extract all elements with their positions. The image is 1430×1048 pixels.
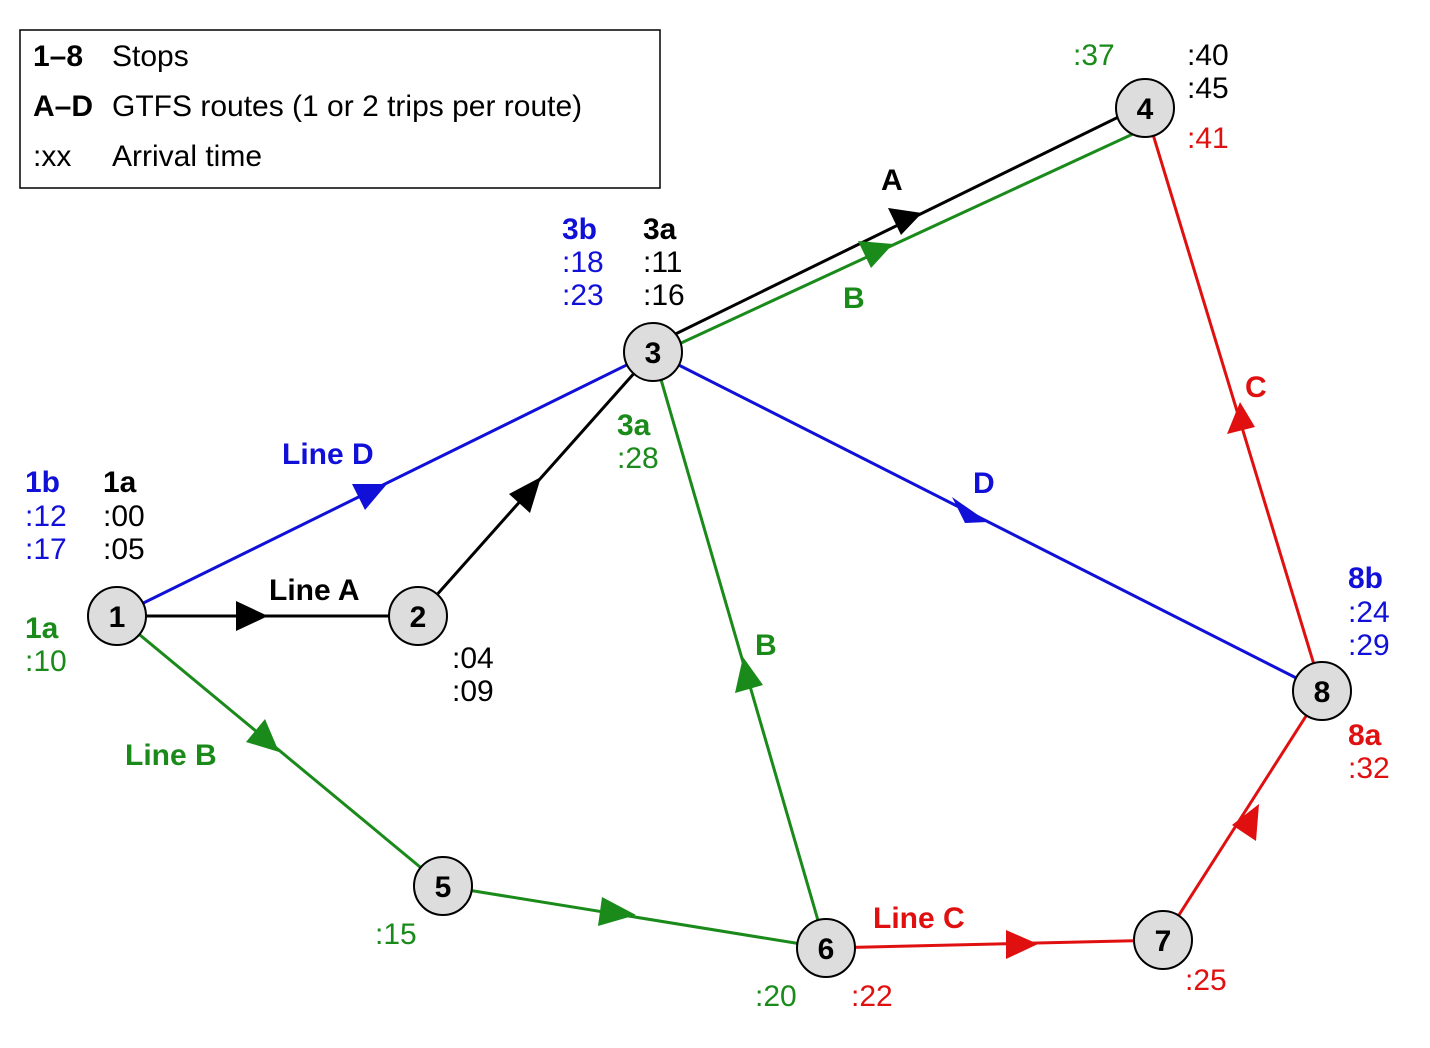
edge-8-4-line-c [1143, 107, 1324, 692]
stop3-3a-time2: :16 [643, 279, 685, 312]
legend-key-time: :xx [33, 140, 71, 173]
arrow-7-8-c [1232, 804, 1259, 841]
stop1-trip-1a: 1a [103, 466, 137, 499]
stop8-8b-time2: :29 [1348, 629, 1390, 662]
stop1-1a-time2: :05 [103, 533, 145, 566]
stop-5-label: 5 [435, 871, 452, 904]
stop1-green-time: :10 [25, 645, 67, 678]
legend-key-stops: 1–8 [33, 40, 83, 73]
stop8-8b-time1: :24 [1348, 596, 1390, 629]
arrow-1-5-b [246, 719, 279, 752]
arrow-1-2 [236, 601, 268, 631]
stop8-8a-time: :32 [1348, 752, 1390, 785]
edge-7-8-line-c [1161, 690, 1324, 941]
label-line-b: Line B [125, 739, 217, 772]
stop6-green-time: :20 [755, 980, 797, 1013]
stop-2: 2 [388, 586, 448, 646]
stop1-green-trip: 1a [25, 612, 59, 645]
edge-3-4-line-b [652, 125, 1149, 358]
arrowheads [236, 208, 1259, 959]
route-labels: Line A Line B Line C Line D A B B C D [125, 164, 1267, 935]
stop-3-label: 3 [645, 337, 662, 370]
stop-3: 3 [623, 322, 683, 382]
stop4-green-time: :37 [1073, 39, 1115, 72]
stop1-1b-time1: :12 [25, 500, 67, 533]
stop3-3b-time1: :18 [562, 246, 604, 279]
label-d: D [973, 467, 995, 500]
stop7-red-time: :25 [1185, 964, 1227, 997]
arrow-8-4-c [1227, 402, 1255, 434]
stop5-green-time: :15 [375, 918, 417, 951]
legend-key-routes: A–D [33, 90, 93, 123]
edge-6-3-line-b [651, 351, 828, 949]
stop-8-label: 8 [1314, 676, 1331, 709]
edges [116, 102, 1324, 950]
stop-5: 5 [413, 856, 473, 916]
stop1-1b-time2: :17 [25, 533, 67, 566]
edge-1-5-line-b [116, 614, 444, 888]
edge-5-6-line-b [442, 884, 827, 950]
legend-desc-stops: Stops [112, 40, 189, 73]
legend-box [19, 29, 661, 189]
label-b-upper: B [843, 282, 865, 315]
stop-7: 7 [1133, 910, 1193, 970]
legend: 1–8 Stops A–D GTFS routes (1 or 2 trips … [19, 29, 661, 189]
stop-8: 8 [1292, 661, 1352, 721]
label-c: C [1245, 371, 1267, 404]
stop-6-label: 6 [818, 933, 835, 966]
stop-4: 4 [1115, 78, 1175, 138]
label-b-lower: B [755, 629, 777, 662]
arrow-5-6-b [598, 897, 636, 926]
legend-desc-time: Arrival time [112, 140, 262, 173]
stop2-time2: :09 [452, 675, 494, 708]
stop4-black-time2: :45 [1187, 72, 1229, 105]
label-a: A [881, 164, 903, 197]
stop1-trip-1b: 1b [25, 466, 60, 499]
stop3-3a-time1: :11 [643, 246, 682, 279]
label-line-d: Line D [282, 438, 374, 471]
stop8-trip-8a: 8a [1348, 719, 1382, 752]
stop-2-label: 2 [410, 601, 427, 634]
stop2-time1: :04 [452, 642, 494, 675]
label-line-a: Line A [269, 574, 360, 607]
stop3-green-trip: 3a [617, 409, 651, 442]
stop-6: 6 [796, 918, 856, 978]
stop3-3b-time2: :23 [562, 279, 604, 312]
stop-4-label: 4 [1137, 93, 1154, 126]
stop4-red-time: :41 [1187, 122, 1229, 155]
stop3-green-time: :28 [617, 442, 659, 475]
stop1-1a-time1: :00 [103, 500, 145, 533]
arrow-6-7-c [1006, 930, 1038, 959]
stop6-red-time: :22 [851, 980, 893, 1013]
edge-3-8-line-d [652, 350, 1323, 693]
stop4-black-time1: :40 [1187, 39, 1229, 72]
arrow-3-4-a [888, 208, 922, 235]
arrow-2-3 [509, 477, 541, 513]
stop3-trip-3b: 3b [562, 213, 597, 246]
arrow-3-4-b [858, 241, 893, 268]
time-labels: 1b :12 :17 1a :00 :05 1a :10 :04 :09 3b … [25, 39, 1390, 1013]
stops: 1 2 3 4 5 6 7 8 [87, 78, 1352, 978]
stop8-trip-8b: 8b [1348, 562, 1383, 595]
stop-1: 1 [87, 586, 147, 646]
stop3-trip-3a: 3a [643, 213, 677, 246]
stop-1-label: 1 [109, 601, 126, 634]
edge-6-7-line-c [825, 938, 1164, 950]
stop-7-label: 7 [1155, 925, 1172, 958]
label-line-c: Line C [873, 902, 965, 935]
arrow-1-3-d [352, 484, 387, 510]
legend-desc-routes: GTFS routes (1 or 2 trips per route) [112, 90, 582, 123]
arrow-6-3-b [735, 657, 763, 693]
arrow-3-8-d [952, 497, 988, 523]
